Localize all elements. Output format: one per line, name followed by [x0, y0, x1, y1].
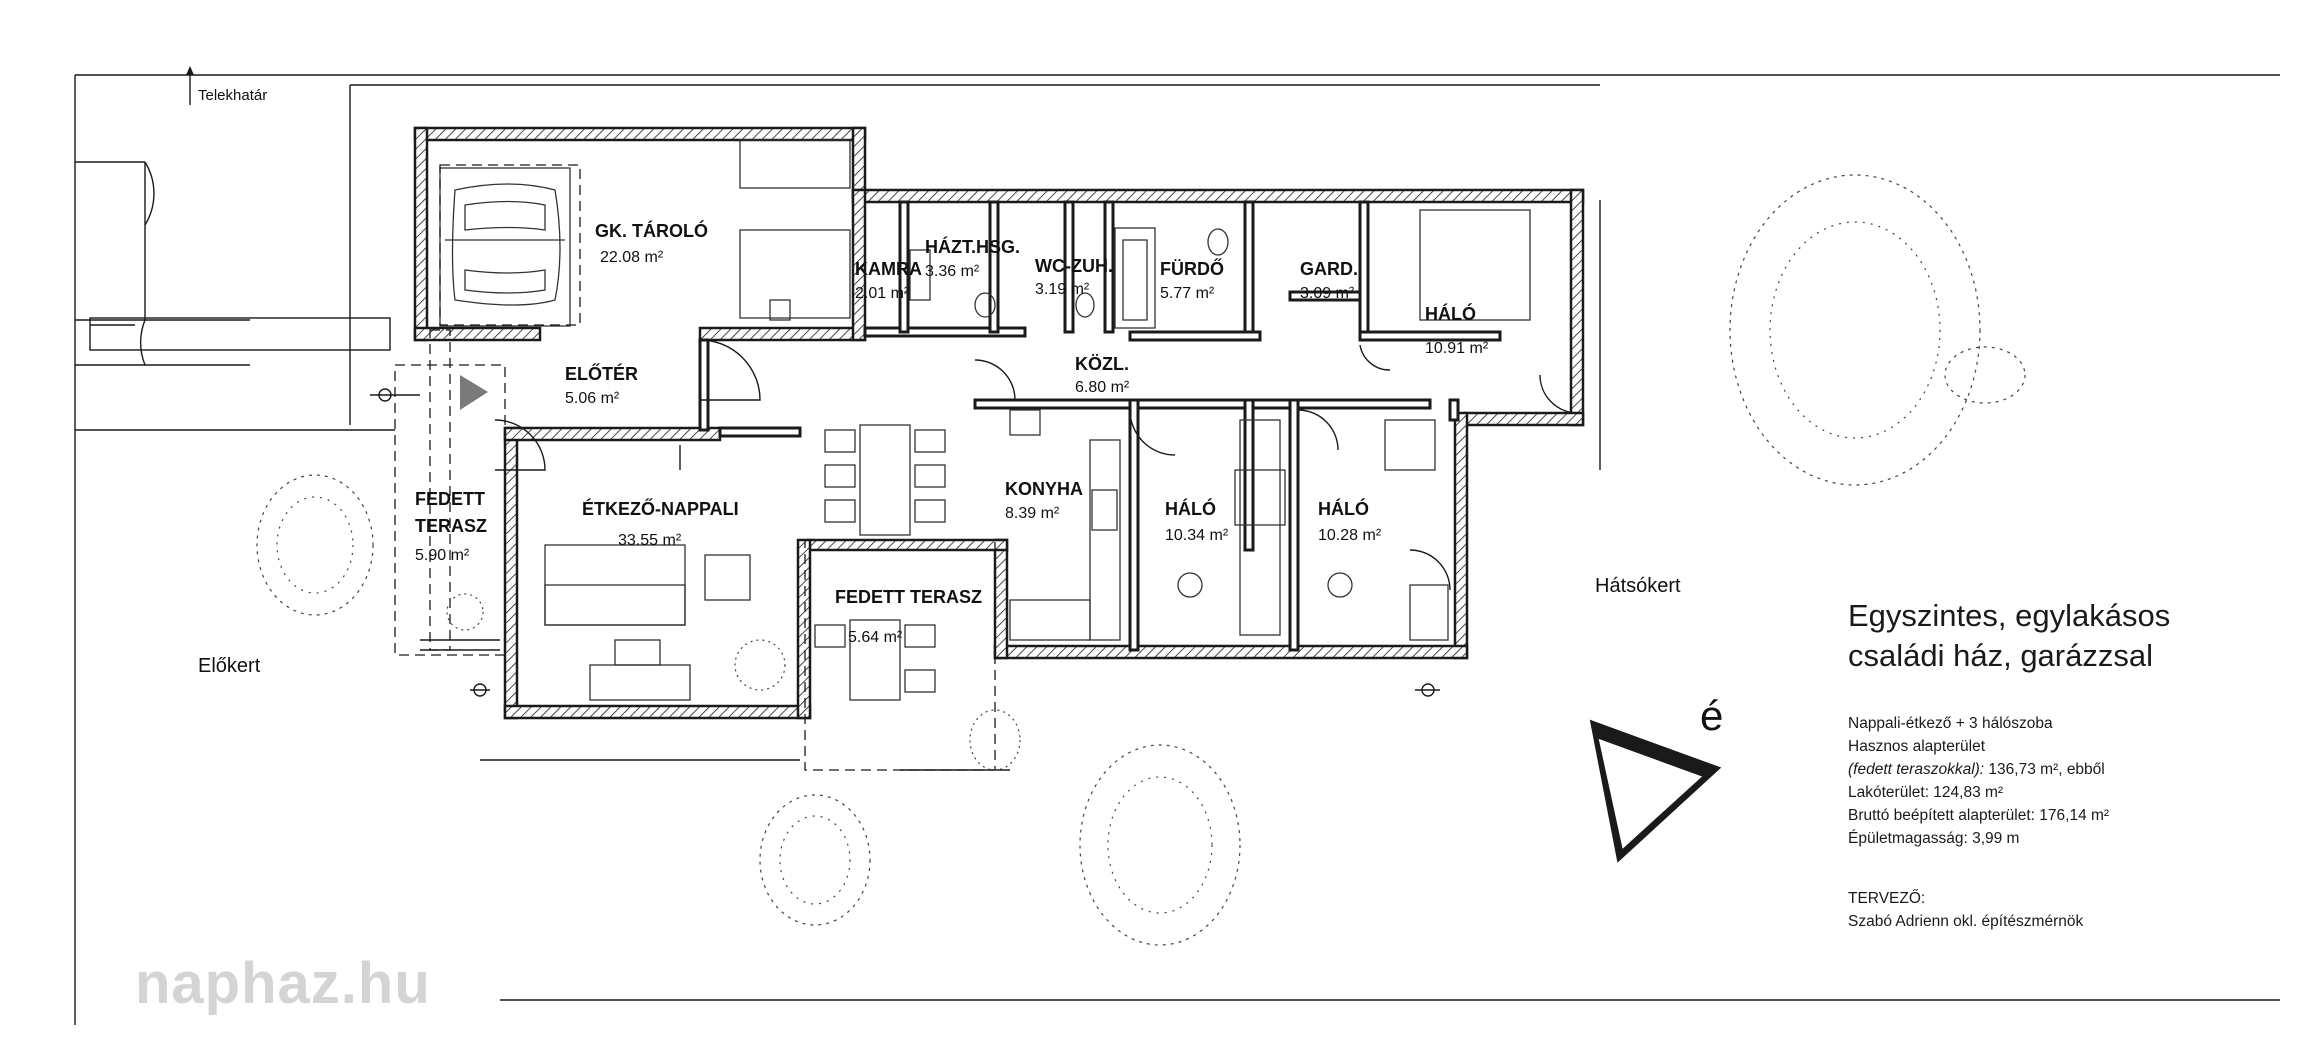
title-line-1: Egyszintes, egylakásos: [1848, 598, 2171, 633]
room-name: HÁLÓ: [1318, 498, 1369, 519]
room-area: 6.80 m²: [1075, 379, 1130, 396]
garden-path: [89, 317, 391, 351]
room-area: 33.55 m²: [618, 532, 682, 549]
room-name: WC-ZUH.: [1035, 256, 1113, 276]
kitchen-counter: [1009, 409, 1121, 641]
trees: [256, 174, 2026, 946]
designer-block: TERVEZŐ: Szabó Adrienn okl. építészmérnö…: [1848, 887, 2278, 933]
room-area: 5.77 m²: [1160, 285, 1215, 302]
room-name: HÁLÓ: [1425, 303, 1476, 324]
bath-fixtures: [909, 227, 1229, 329]
room-labels: GK. TÁROLÓ 22.08 m² KAMRA 2.01 m² HÁZT.H…: [415, 220, 1489, 646]
terrace-table: [814, 619, 936, 701]
info-line-6: Épületmagasság: 3,99 m: [1848, 830, 2020, 847]
designer-label: TERVEZŐ:: [1848, 890, 1926, 907]
info-line-4: Lakóterület: 124,83 m²: [1848, 784, 2004, 801]
room-name-line2: TERASZ: [415, 516, 487, 536]
watermark: naphaz.hu: [135, 951, 431, 1016]
room-name: HÁZT.HSG.: [925, 236, 1020, 257]
living-furniture: [544, 544, 751, 701]
doors: [494, 339, 1579, 591]
title-line-2: családi ház, garázzsal: [1848, 638, 2153, 673]
room-area: 10.28 m²: [1318, 527, 1382, 544]
entrance-arrow-icon: [460, 375, 488, 410]
room-area: 22.08 m²: [600, 249, 664, 266]
room-area: 5.90 m²: [415, 547, 470, 564]
interior-walls: [698, 200, 1502, 652]
room-area: 3.36 m²: [925, 263, 980, 280]
plot-boundary-label: Telekhatár: [198, 87, 267, 104]
room-name: FEDETT: [415, 489, 485, 509]
dining-table: [824, 424, 946, 536]
north-label: é: [1700, 692, 1723, 739]
room-name: HÁLÓ: [1165, 498, 1216, 519]
room-area: 10.91 m²: [1425, 340, 1489, 357]
room-name: FÜRDŐ: [1160, 258, 1224, 279]
designer-name: Szabó Adrienn okl. építészmérnök: [1848, 913, 2084, 930]
room-name: KAMRA: [855, 259, 922, 279]
axis-marks: [370, 388, 1440, 771]
room-area: 8.39 m²: [1005, 505, 1060, 522]
room-name: KÖZL.: [1075, 354, 1129, 374]
room-name: FEDETT TERASZ: [835, 587, 982, 607]
info-line-3-rest: 136,73 m², ebből: [1984, 761, 2105, 778]
room-name: ELŐTÉR: [565, 363, 638, 384]
room-area: 2.01 m²: [855, 285, 910, 302]
room-name: KONYHA: [1005, 479, 1083, 499]
info-line-3: (fedett teraszokkal): 136,73 m², ebből: [1848, 758, 2278, 781]
garage-shelving: [739, 139, 851, 321]
front-garden-label: Előkert: [198, 655, 261, 677]
room-name: GK. TÁROLÓ: [595, 220, 708, 241]
gate: [90, 161, 155, 366]
room-area: 5.64 m²: [848, 629, 903, 646]
room-name: ÉTKEZŐ-NAPPALI: [582, 498, 739, 519]
bedroom-furniture: [1177, 209, 1531, 641]
room-area: 3.19 m²: [1035, 281, 1090, 298]
north-arrow-icon: é: [1589, 692, 1723, 863]
car-icon: [439, 167, 571, 327]
project-title: Egyszintes, egylakásos családi ház, gará…: [1848, 596, 2268, 676]
room-name: GARD.: [1300, 259, 1358, 279]
room-area: 3.09 m²: [1300, 285, 1355, 302]
info-line-3-italic: (fedett teraszokkal):: [1848, 761, 1985, 778]
room-area: 5.06 m²: [565, 390, 620, 407]
room-area: 10.34 m²: [1165, 527, 1229, 544]
site-lines: [74, 66, 2280, 1025]
project-info: Nappali-étkező + 3 hálószoba Hasznos ala…: [1848, 712, 2278, 850]
back-garden-label: Hátsókert: [1595, 575, 1681, 597]
info-line-2: Hasznos alapterület: [1848, 738, 1985, 755]
info-line-5: Bruttó beépített alapterület: 176,14 m²: [1848, 807, 2110, 824]
info-line-1: Nappali-étkező + 3 hálószoba: [1848, 715, 2053, 732]
